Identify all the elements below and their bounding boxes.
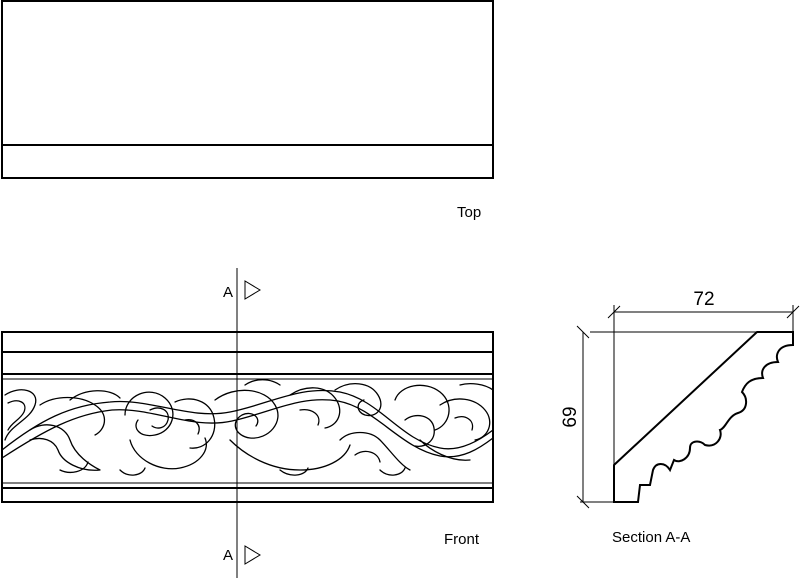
width-tick-left	[607, 305, 621, 319]
front-view-label: Front	[444, 531, 480, 548]
height-dimension-text: 69	[560, 406, 581, 427]
cut-mark-upper-label: A	[223, 284, 233, 301]
front-view: Front	[1, 331, 494, 548]
cut-mark-lower-label: A	[223, 547, 233, 564]
cut-mark-lower-arrow	[244, 545, 261, 565]
cutting-plane: A A	[223, 268, 261, 578]
top-view-label: Top	[457, 204, 481, 221]
acanthus-ornament	[1, 379, 494, 476]
top-view: Top	[1, 0, 494, 221]
height-tick-top	[576, 325, 590, 339]
cut-mark-upper-arrow	[244, 280, 261, 300]
top-view-outline	[1, 0, 494, 179]
section-view: 72 69 Section A-A	[560, 289, 800, 546]
width-dimension-text: 72	[693, 289, 714, 310]
height-tick-bottom	[576, 495, 590, 509]
front-view-outline	[1, 331, 494, 503]
section-view-label: Section A-A	[612, 529, 690, 546]
width-tick-right	[786, 305, 800, 319]
section-profile	[613, 331, 794, 503]
